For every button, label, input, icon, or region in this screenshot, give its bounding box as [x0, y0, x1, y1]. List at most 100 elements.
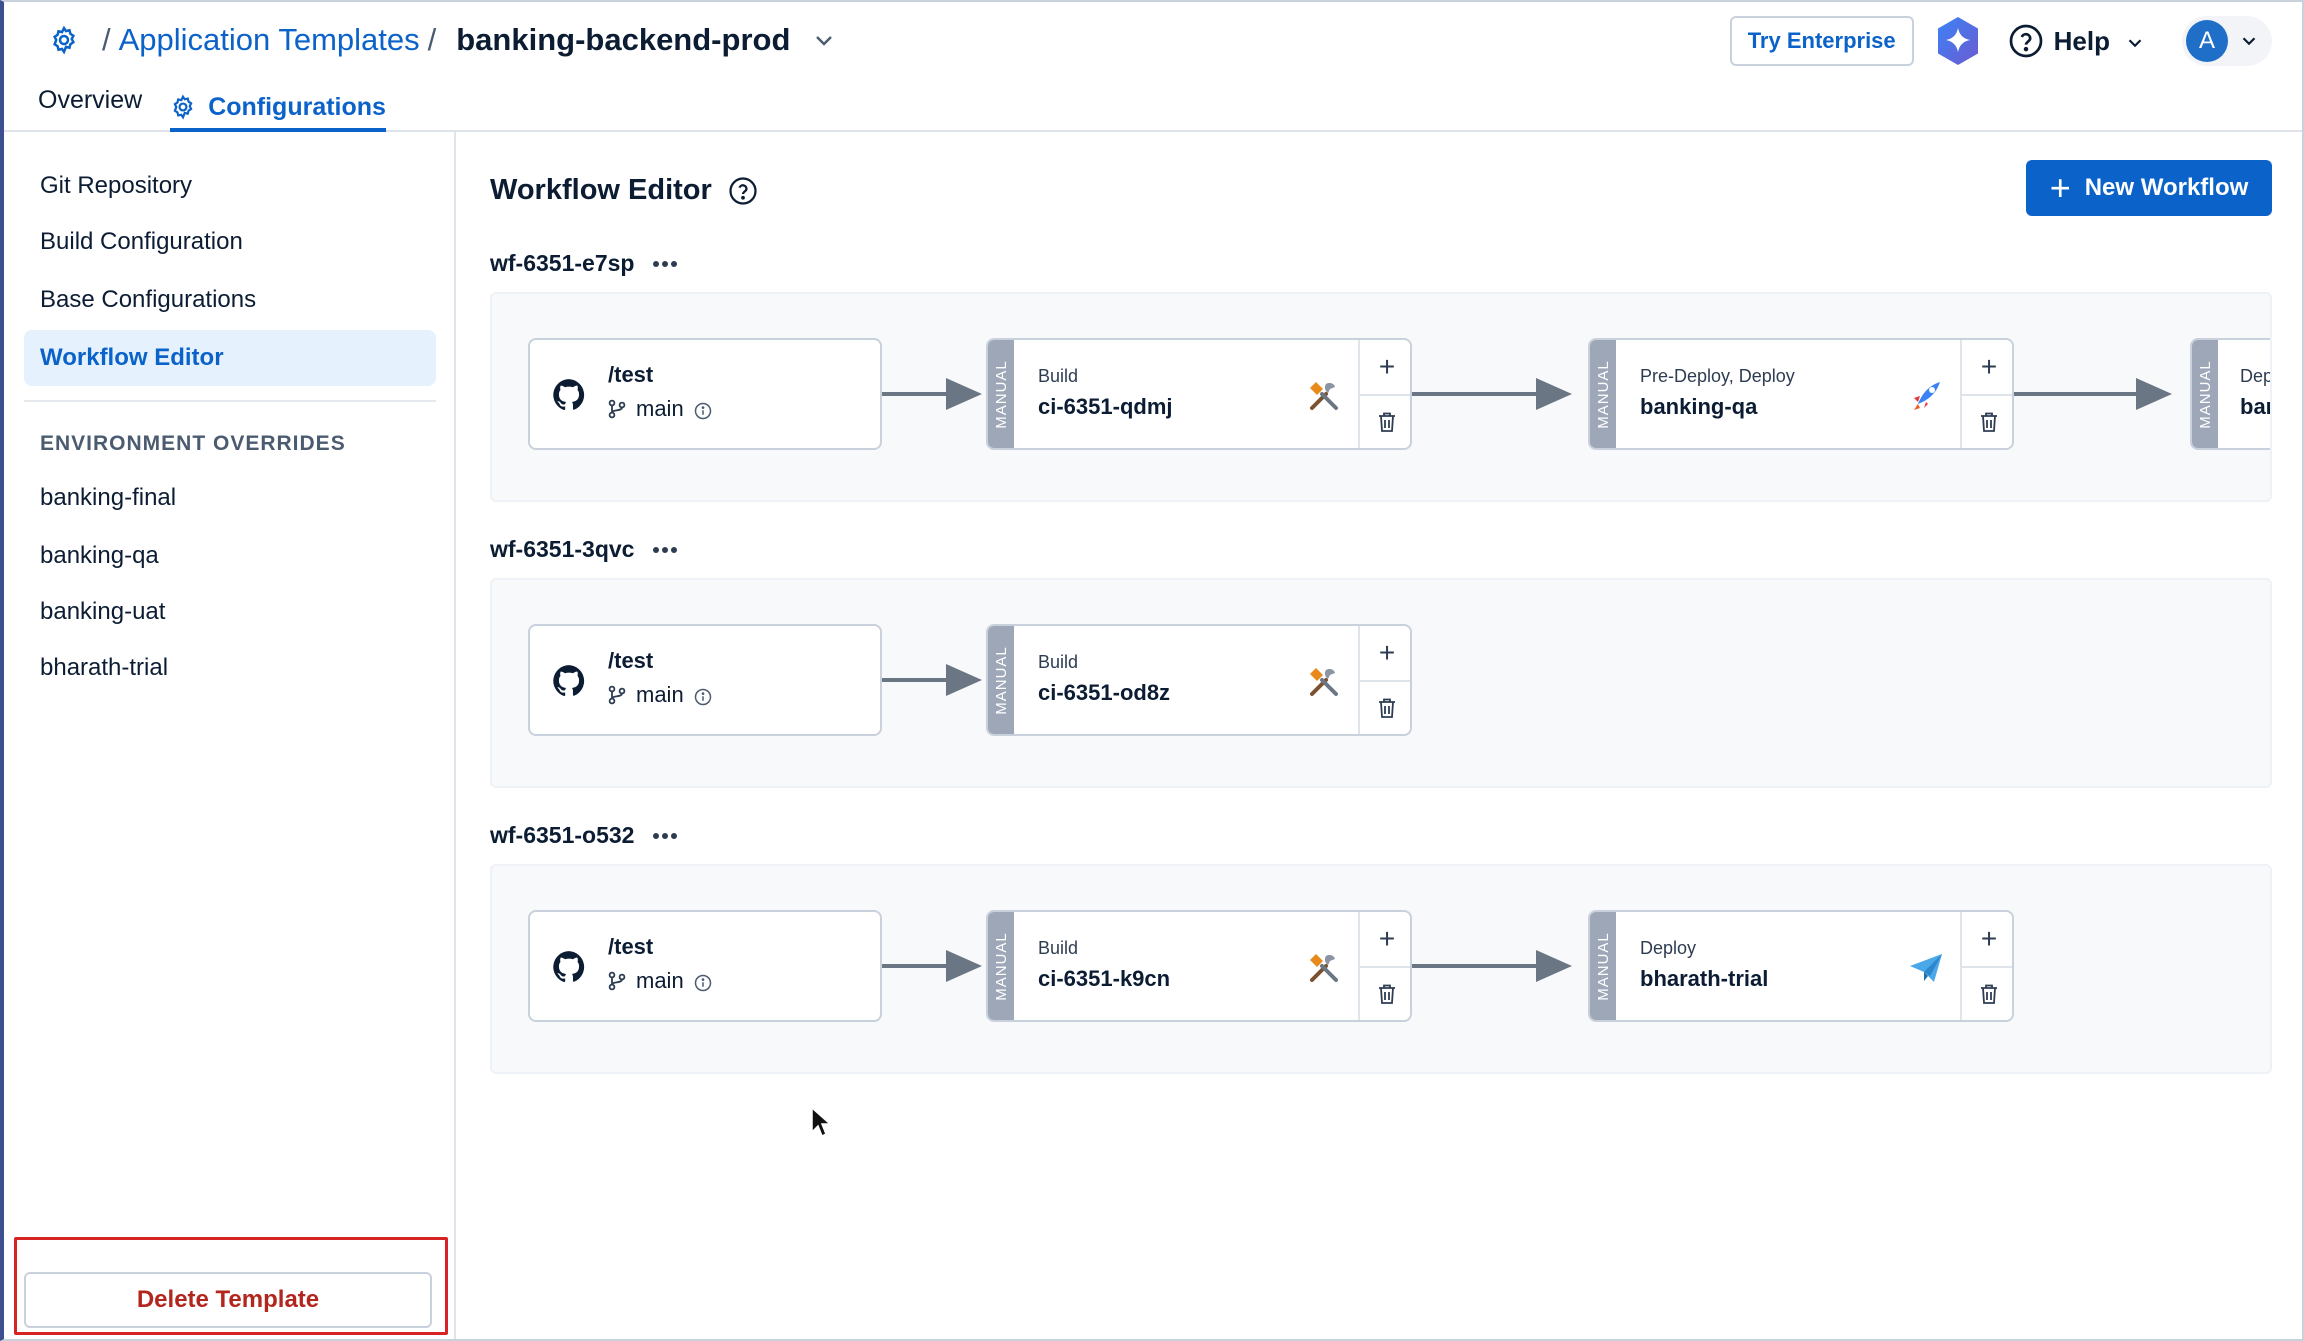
breadcrumb-separator: / — [102, 22, 111, 57]
new-workflow-button[interactable]: + New Workflow — [2026, 160, 2272, 216]
add-node-plus-icon[interactable]: + — [1378, 637, 1396, 668]
ai-assistant-sparkle-icon[interactable] — [1932, 15, 1984, 67]
build-node[interactable]: MANUAL Build ci-6351-qdmj + — [986, 338, 1412, 450]
config-sidebar: Git Repository Build Configuration Base … — [4, 132, 456, 1339]
delete-node-trash-icon[interactable] — [1962, 396, 2012, 448]
delete-node-trash-icon[interactable] — [1360, 396, 1410, 448]
node-actions: + — [1358, 340, 1410, 448]
tab-configurations[interactable]: Configurations — [170, 80, 386, 132]
github-icon — [552, 664, 586, 698]
arrow-right-icon — [1536, 378, 1572, 410]
git-source-node[interactable]: /test main — [528, 910, 882, 1022]
sidebar-divider — [24, 400, 436, 402]
info-icon[interactable] — [694, 972, 712, 992]
sidebar-item-build-configuration[interactable]: Build Configuration — [40, 228, 243, 255]
add-node-plus-icon[interactable]: + — [1980, 351, 1998, 382]
more-options-icon[interactable] — [652, 831, 678, 841]
info-icon[interactable] — [694, 686, 712, 706]
node-name: bar — [2240, 394, 2272, 419]
git-source-node[interactable]: /test main — [528, 338, 882, 450]
more-options-icon[interactable] — [652, 259, 678, 269]
tab-overview-label: Overview — [38, 86, 143, 114]
chevron-down-icon — [2124, 30, 2146, 52]
workflow-name-text: wf-6351-3qvc — [490, 536, 635, 562]
trigger-strip: MANUAL — [1590, 912, 1616, 1020]
sidebar-item-base-configurations[interactable]: Base Configurations — [40, 286, 257, 313]
delete-node-trash-icon[interactable] — [1360, 682, 1410, 734]
workflow-name: wf-6351-e7sp — [490, 250, 678, 277]
actions-divider — [1360, 966, 1410, 968]
sidebar-env-banking-final[interactable]: banking-final — [40, 484, 177, 511]
sidebar-item-workflow-editor[interactable]: Workflow Editor — [24, 330, 436, 386]
delete-node-trash-icon[interactable] — [1962, 968, 2012, 1020]
settings-gear-icon[interactable] — [44, 20, 84, 60]
node-actions: + — [1960, 340, 2012, 448]
source-branch: main — [608, 396, 712, 422]
current-app-name: banking-backend-prod — [456, 22, 791, 57]
actions-divider — [1962, 966, 2012, 968]
source-path: /test — [608, 648, 654, 673]
arrow-right-icon — [1536, 950, 1572, 982]
workflow-connector — [882, 678, 952, 682]
plus-icon: + — [2049, 167, 2071, 208]
tab-configurations-label: Configurations — [208, 92, 386, 121]
trigger-strip: MANUAL — [988, 340, 1014, 448]
deploy-node[interactable]: MANUAL Pre-Deploy, Deploy banking-qa + — [1588, 338, 2014, 450]
delete-highlight-box — [14, 1237, 448, 1335]
build-node[interactable]: MANUAL Build ci-6351-k9cn + — [986, 910, 1412, 1022]
trigger-strip: MANUAL — [2192, 340, 2218, 448]
github-icon — [552, 378, 586, 412]
sidebar-env-banking-uat[interactable]: banking-uat — [40, 598, 166, 625]
workflow-connector — [882, 964, 952, 968]
workflow-connector — [882, 392, 952, 396]
node-name: banking-qa — [1640, 394, 1758, 419]
node-actions: + — [1358, 912, 1410, 1020]
source-path: /test — [608, 362, 654, 387]
sidebar-item-git-repository[interactable]: Git Repository — [40, 172, 193, 199]
info-icon[interactable] — [694, 400, 712, 420]
deploy-node-partial[interactable]: MANUAL Dep bar — [2190, 338, 2272, 450]
workflow-name-text: wf-6351-e7sp — [490, 250, 635, 276]
app-switcher-chevron-down-icon[interactable] — [808, 24, 840, 56]
build-node[interactable]: MANUAL Build ci-6351-od8z + — [986, 624, 1412, 736]
trigger-strip: MANUAL — [988, 626, 1014, 734]
git-source-node[interactable]: /test main — [528, 624, 882, 736]
delete-node-trash-icon[interactable] — [1360, 968, 1410, 1020]
workflow-connector — [1412, 964, 1542, 968]
workflow-canvas: /test main MANUAL Build ci-6351-k9cn + — [490, 864, 2272, 1074]
source-branch-text: main — [636, 968, 684, 993]
build-tools-icon — [1306, 378, 1342, 414]
sidebar-env-bharath-trial[interactable]: bharath-trial — [40, 654, 169, 681]
delete-template-button[interactable]: Delete Template — [24, 1272, 432, 1328]
node-name: ci-6351-qdmj — [1038, 394, 1173, 419]
actions-divider — [1962, 394, 2012, 396]
trigger-type: MANUAL — [2196, 359, 2214, 429]
user-menu[interactable]: A — [2182, 16, 2272, 66]
question-circle-icon[interactable] — [728, 176, 758, 206]
sidebar-env-banking-qa[interactable]: banking-qa — [40, 542, 159, 569]
node-type: Pre-Deploy, Deploy — [1640, 366, 1795, 386]
build-tools-icon — [1306, 950, 1342, 986]
page-title: Workflow Editor — [490, 174, 758, 207]
breadcrumb-application-templates[interactable]: Application Templates — [118, 22, 420, 57]
workflow-name-text: wf-6351-o532 — [490, 822, 635, 848]
breadcrumb: / Application Templates / banking-backen… — [44, 18, 840, 62]
source-branch: main — [608, 682, 712, 708]
actions-divider — [1360, 680, 1410, 682]
more-options-icon[interactable] — [652, 545, 678, 555]
trigger-type: MANUAL — [1594, 359, 1612, 429]
avatar: A — [2186, 20, 2228, 62]
deploy-node[interactable]: MANUAL Deploy bharath-trial + — [1588, 910, 2014, 1022]
page-tabs: Overview Configurations — [38, 80, 414, 132]
node-actions: + — [1358, 626, 1410, 734]
add-node-plus-icon[interactable]: + — [1378, 351, 1396, 382]
workflow-canvas: /test main MANUAL Build ci-6351-od8z + — [490, 578, 2272, 788]
arrow-right-icon — [946, 378, 982, 410]
help-menu[interactable]: Help — [2008, 23, 2146, 59]
arrow-right-icon — [2136, 378, 2172, 410]
add-node-plus-icon[interactable]: + — [1980, 923, 1998, 954]
tab-overview[interactable]: Overview — [38, 80, 142, 132]
workflow-connector — [1412, 392, 1542, 396]
try-enterprise-button[interactable]: Try Enterprise — [1729, 16, 1914, 66]
add-node-plus-icon[interactable]: + — [1378, 923, 1396, 954]
